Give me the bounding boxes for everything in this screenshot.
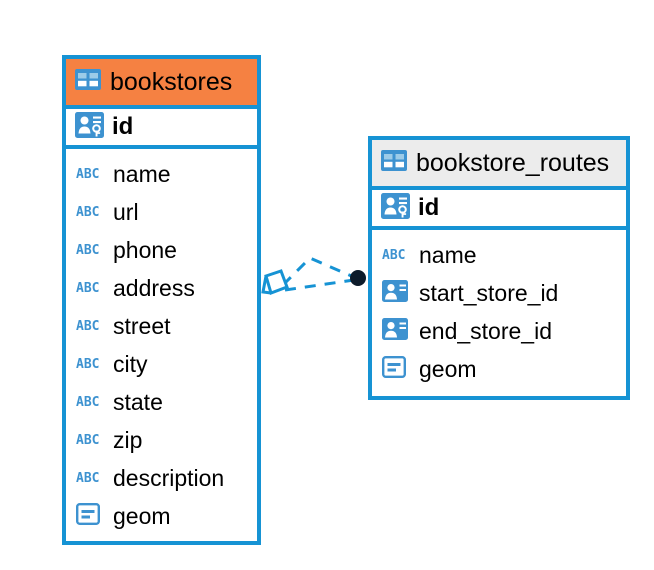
text-type-icon: ABC (76, 356, 100, 372)
text-type-icon: ABC (76, 204, 100, 220)
field-label: state (113, 388, 163, 415)
field-row-end-store-id[interactable]: end_store_id (372, 312, 626, 350)
field-row-address[interactable]: ABC address (66, 269, 257, 307)
field-row-state[interactable]: ABC state (66, 383, 257, 421)
table-icon (381, 150, 407, 176)
text-type-icon: ABC (76, 394, 100, 410)
field-row-name[interactable]: ABC name (372, 236, 626, 274)
field-label: geom (113, 502, 171, 529)
text-type-icon: ABC (76, 242, 100, 258)
text-type-icon: ABC (76, 432, 100, 448)
field-row-start-store-id[interactable]: start_store_id (372, 274, 626, 312)
relationship-line-upper (281, 256, 357, 287)
text-type-icon: ABC (76, 280, 100, 296)
field-label: geom (419, 355, 477, 382)
entity-header-bookstore-routes[interactable]: bookstore_routes (372, 140, 626, 186)
entity-table-bookstore-routes[interactable]: bookstore_routes id ABC name (368, 136, 630, 400)
primary-key-label: id (418, 194, 440, 221)
field-label: city (113, 350, 148, 377)
entity-header-bookstores[interactable]: bookstores (66, 59, 257, 105)
geometry-type-icon (382, 355, 410, 383)
field-row-city[interactable]: ABC city (66, 345, 257, 383)
field-label: start_store_id (419, 279, 559, 306)
field-label: phone (113, 236, 177, 263)
primary-key-icon (75, 111, 104, 143)
entity-title: bookstores (110, 67, 233, 96)
foreign-key-icon (382, 279, 410, 307)
geometry-type-icon (76, 502, 104, 530)
table-icon (75, 69, 101, 95)
field-row-geom[interactable]: geom (66, 497, 257, 535)
primary-key-label: id (112, 113, 134, 140)
field-label: street (113, 312, 171, 339)
field-row-name[interactable]: ABC name (66, 155, 257, 193)
field-row-url[interactable]: ABC url (66, 193, 257, 231)
text-type-icon: ABC (76, 318, 100, 334)
field-label: zip (113, 426, 143, 453)
field-label: name (113, 160, 171, 187)
field-label: url (113, 198, 139, 225)
field-row-phone[interactable]: ABC phone (66, 231, 257, 269)
field-row-zip[interactable]: ABC zip (66, 421, 257, 459)
field-label: address (113, 274, 195, 301)
field-row-geom[interactable]: geom (372, 350, 626, 388)
text-type-icon: ABC (76, 470, 100, 486)
primary-key-row-bookstores[interactable]: id (66, 105, 257, 149)
field-row-description[interactable]: ABC description (66, 459, 257, 497)
text-type-icon: ABC (382, 247, 406, 263)
field-label: name (419, 241, 477, 268)
field-list-bookstore-routes: ABC name start_store_id (372, 230, 626, 396)
field-row-street[interactable]: ABC street (66, 307, 257, 345)
text-type-icon: ABC (76, 166, 100, 182)
relationship-line-lower (284, 278, 355, 292)
primary-key-icon (381, 192, 410, 224)
diamond-crowsfoot-endpoint[interactable] (261, 269, 289, 295)
filled-circle-endpoint[interactable] (350, 270, 366, 286)
foreign-key-icon (382, 317, 410, 345)
field-list-bookstores: ABC name ABC url ABC phone ABC address A… (66, 149, 257, 543)
entity-title: bookstore_routes (416, 148, 610, 177)
field-label: end_store_id (419, 317, 552, 344)
primary-key-row-bookstore-routes[interactable]: id (372, 186, 626, 230)
entity-table-bookstores[interactable]: bookstores id ABC name (62, 55, 261, 545)
field-label: description (113, 464, 225, 491)
